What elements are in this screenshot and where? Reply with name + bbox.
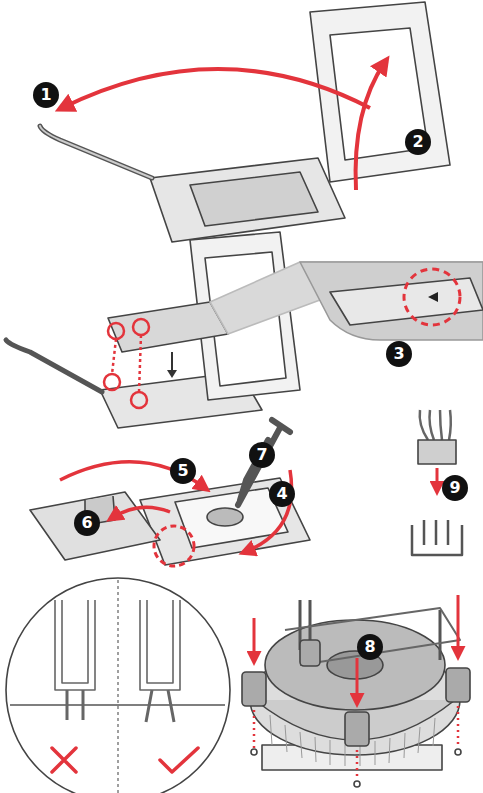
lever (6, 340, 102, 392)
place-arrow (171, 352, 173, 372)
lever-highlight (40, 126, 152, 178)
check-mark (160, 748, 198, 772)
fan-plug (418, 440, 456, 464)
callout-number: 7 (249, 442, 275, 468)
socket-base (150, 158, 345, 242)
callout-number: 3 (386, 341, 412, 367)
zoom-panel (300, 262, 483, 340)
push-pins (242, 640, 470, 746)
fan-wires (420, 410, 451, 440)
zoom-circle (404, 269, 460, 325)
lever (40, 126, 152, 178)
detail-circle (6, 578, 230, 793)
socket-contacts (190, 172, 318, 226)
callout-number: 8 (357, 634, 383, 660)
fan-header (412, 520, 462, 555)
callout-number: 1 (33, 82, 59, 108)
cpu (108, 302, 228, 352)
alignment-triangle (428, 292, 438, 302)
callout-number: 5 (170, 458, 196, 484)
callout-number: 2 (405, 129, 431, 155)
callout-number: 6 (74, 510, 100, 536)
callout-number: 9 (442, 475, 468, 501)
thermal-paste (207, 508, 243, 526)
cross-mark (52, 748, 76, 772)
arrow-open-lever (62, 69, 370, 108)
pin-bad (55, 600, 95, 690)
arrow-lift-plate (356, 62, 385, 190)
callout-number: 4 (269, 481, 295, 507)
socket-cover (30, 492, 160, 560)
fan (265, 620, 445, 710)
arrow-remove-cover (112, 507, 170, 518)
hook-circle (154, 526, 194, 566)
pin-good (140, 600, 180, 690)
